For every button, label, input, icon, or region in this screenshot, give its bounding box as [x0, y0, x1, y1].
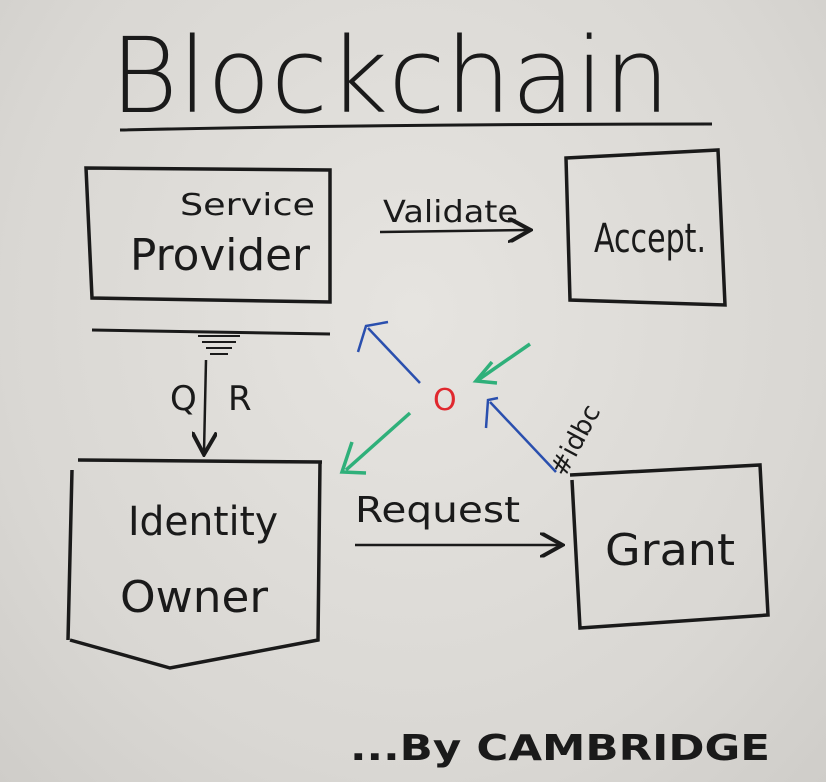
service-provider-label-2: Provider: [130, 230, 311, 281]
q-label: Q: [170, 379, 197, 419]
center-node: O: [433, 383, 457, 418]
signature: ...By CAMBRIDGE: [350, 728, 770, 769]
grant-node: Grant: [569, 463, 770, 630]
r-label: R: [228, 379, 252, 419]
title-underline: [119, 122, 713, 132]
green-arrow-from-accept: [472, 342, 531, 385]
identity-owner-node: Identity Owner: [66, 458, 323, 670]
accept-label: Accept.: [594, 216, 706, 262]
blue-arrow-to-service-provider: [356, 320, 421, 384]
validate-label: Validate: [383, 195, 518, 230]
identity-owner-label-2: Owner: [120, 572, 269, 623]
service-provider-label-1: Service: [180, 188, 315, 223]
grant-label: Grant: [605, 525, 735, 576]
green-arrow-to-identity-owner: [339, 411, 412, 475]
validate-arrow: [379, 230, 528, 232]
service-provider-node: Service Provider: [84, 166, 332, 336]
blue-arrow-from-grant: [484, 396, 557, 473]
identity-owner-label-1: Identity: [128, 499, 278, 545]
idbc-hashtag-label: #idbc: [545, 400, 607, 481]
query-response-link: Q R: [170, 335, 252, 452]
accept-node: Accept.: [564, 148, 727, 307]
request-label: Request: [355, 490, 520, 531]
title: Blockchain: [110, 15, 670, 137]
